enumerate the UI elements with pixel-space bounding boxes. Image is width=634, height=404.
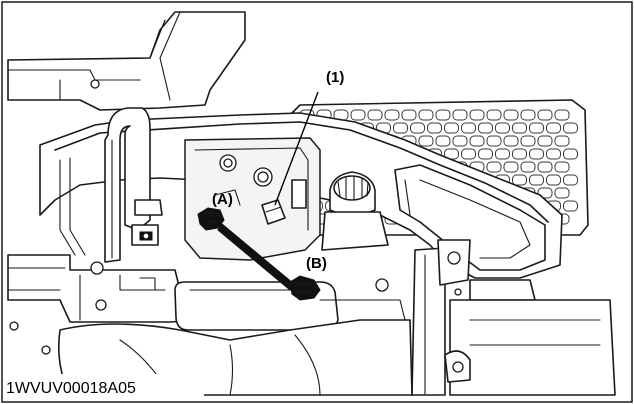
leader-line-1 bbox=[274, 91, 319, 206]
figure-code-bg bbox=[4, 374, 204, 400]
mesh-cell bbox=[554, 161, 570, 173]
mesh-cell bbox=[452, 109, 468, 121]
mesh-cell bbox=[554, 109, 570, 121]
mesh-cell bbox=[503, 135, 519, 147]
mesh-cell bbox=[512, 174, 527, 186]
mesh-cell bbox=[503, 109, 519, 121]
mesh-cell bbox=[469, 135, 485, 147]
mesh-cell bbox=[520, 161, 536, 173]
mesh-cell bbox=[435, 135, 451, 147]
mesh-cell bbox=[554, 135, 570, 147]
connector-b bbox=[289, 275, 321, 301]
mesh-cell bbox=[435, 109, 451, 121]
mesh-cell bbox=[512, 148, 527, 160]
mesh-cell bbox=[554, 187, 570, 199]
mesh-cell bbox=[469, 109, 485, 121]
mesh-cell bbox=[478, 148, 493, 160]
mesh-cell bbox=[418, 135, 434, 147]
mesh-cell bbox=[563, 122, 578, 134]
mesh-cell bbox=[563, 174, 578, 186]
mesh-cell bbox=[486, 161, 502, 173]
mesh-cell bbox=[563, 200, 578, 212]
mesh-cell bbox=[452, 135, 468, 147]
mesh-cell bbox=[410, 122, 425, 134]
mesh-cell bbox=[495, 148, 510, 160]
mesh-cell bbox=[418, 109, 434, 121]
mesh-cell bbox=[384, 109, 400, 121]
bracket-plate bbox=[184, 137, 321, 261]
mesh-cell bbox=[495, 122, 510, 134]
mesh-cell bbox=[529, 148, 544, 160]
mesh-cell bbox=[461, 148, 476, 160]
mesh-cell bbox=[546, 148, 561, 160]
upper-left-panel bbox=[7, 11, 246, 111]
mesh-cell bbox=[427, 122, 442, 134]
mesh-cell bbox=[529, 174, 544, 186]
mesh-cell bbox=[444, 122, 459, 134]
wire-harness bbox=[217, 223, 295, 291]
coolant-hose bbox=[104, 107, 163, 263]
mesh-cell bbox=[512, 122, 527, 134]
radiator-cap bbox=[321, 171, 389, 251]
connector-a bbox=[197, 207, 225, 231]
mesh-cell bbox=[486, 135, 502, 147]
mesh-cell bbox=[461, 122, 476, 134]
mesh-cell bbox=[529, 122, 544, 134]
mesh-cell bbox=[546, 122, 561, 134]
callout-b: (B) bbox=[306, 255, 327, 272]
mesh-cell bbox=[563, 148, 578, 160]
callout-1: (1) bbox=[326, 69, 344, 86]
mesh-cell bbox=[350, 109, 366, 121]
hood-frame bbox=[39, 112, 563, 279]
mesh-cell bbox=[520, 135, 536, 147]
mesh-cell bbox=[393, 122, 408, 134]
mesh-cell bbox=[478, 122, 493, 134]
mesh-cell bbox=[503, 161, 519, 173]
clamp-1 bbox=[261, 199, 286, 225]
side-strut bbox=[411, 239, 536, 396]
mesh-cell bbox=[520, 109, 536, 121]
mesh-cell bbox=[537, 109, 553, 121]
mesh-cell bbox=[546, 174, 561, 186]
mesh-cell bbox=[401, 109, 417, 121]
mesh-cell bbox=[486, 109, 502, 121]
callout-a: (A) bbox=[212, 191, 233, 208]
mesh-cell bbox=[367, 109, 383, 121]
figure-code: 1WVUV00018A05 bbox=[6, 380, 136, 397]
mesh-cell bbox=[537, 161, 553, 173]
mesh-cell bbox=[537, 135, 553, 147]
